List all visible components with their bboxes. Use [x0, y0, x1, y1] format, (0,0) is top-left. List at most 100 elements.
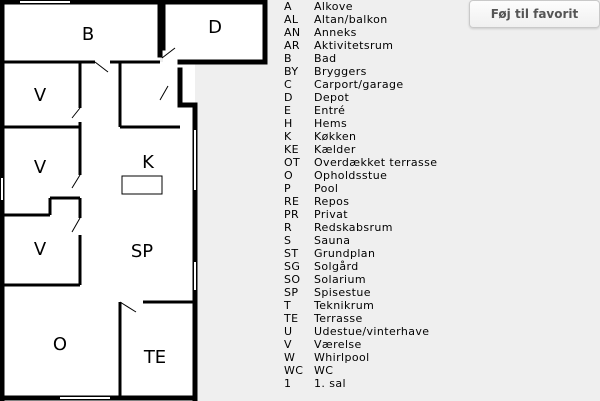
- legend-name: Entré: [314, 104, 346, 117]
- legend-code: T: [284, 299, 292, 312]
- legend-code: D: [284, 91, 293, 104]
- legend-code: OT: [284, 156, 301, 169]
- legend-code: U: [284, 325, 293, 338]
- room-label-k: K: [142, 152, 155, 173]
- legend-code: V: [284, 338, 292, 351]
- legend-name: Overdækket terrasse: [314, 156, 438, 169]
- legend-item: WC WC: [284, 364, 437, 377]
- legend-name: Bryggers: [314, 65, 367, 78]
- legend-name: WC: [314, 364, 334, 377]
- legend-item: SO Solarium: [284, 273, 437, 286]
- legend-name: Redskabsrum: [314, 221, 393, 234]
- door-swings: [71, 47, 176, 313]
- legend-item: RE Repos: [284, 195, 437, 208]
- legend-code: K: [284, 130, 292, 143]
- legend-item: SP Spisestue: [284, 286, 437, 299]
- legend-code: P: [284, 182, 292, 195]
- interior-walls: [2, 60, 195, 398]
- legend-item: S Sauna: [284, 234, 437, 247]
- legend-item: D Depot: [284, 91, 437, 104]
- room-label-te: TE: [143, 347, 166, 368]
- legend-code: TE: [284, 312, 299, 325]
- legend-code: SO: [284, 273, 301, 286]
- legend-item: SG Solgård: [284, 260, 437, 273]
- legend-name: Solarium: [314, 273, 366, 286]
- legend-name: Solgård: [314, 260, 359, 273]
- legend-item: C Carport/garage: [284, 78, 437, 91]
- room-label-v2: V: [34, 157, 47, 178]
- legend-name: Altan/balkon: [314, 13, 388, 26]
- legend-name: Repos: [314, 195, 350, 208]
- legend-code: S: [284, 234, 292, 247]
- legend-code: C: [284, 78, 293, 91]
- legend-item: AR Aktivitetsrum: [284, 39, 437, 52]
- legend-name: Opholdsstue: [314, 169, 388, 182]
- legend-code: B: [284, 52, 292, 65]
- legend-item: P Pool: [284, 182, 437, 195]
- legend-code: O: [284, 169, 294, 182]
- legend-name: Hems: [314, 117, 348, 130]
- legend-item: BY Bryggers: [284, 65, 437, 78]
- legend-code: WC: [284, 364, 304, 377]
- outer-walls: [0, 0, 268, 401]
- legend-item: PR Privat: [284, 208, 437, 221]
- room-label-o: O: [53, 334, 67, 355]
- legend-code: RE: [284, 195, 300, 208]
- legend-item: B Bad: [284, 52, 437, 65]
- legend-name: 1. sal: [314, 377, 346, 390]
- legend-item: E Entré: [284, 104, 437, 117]
- legend-code: PR: [284, 208, 300, 221]
- legend-code: SG: [284, 260, 301, 273]
- legend-code: SP: [284, 286, 299, 299]
- legend-name: Teknikrum: [314, 299, 375, 312]
- legend-name: Anneks: [314, 26, 357, 39]
- legend-name: Alkove: [314, 0, 353, 13]
- legend-name: Privat: [314, 208, 348, 221]
- kitchen-counter: [121, 175, 163, 195]
- legend-code: AR: [284, 39, 300, 52]
- room-label-v3: V: [34, 239, 47, 260]
- legend-code: W: [284, 351, 296, 364]
- legend-name: Aktivitetsrum: [314, 39, 394, 52]
- legend-item: V Værelse: [284, 338, 437, 351]
- room-label-sp: SP: [131, 241, 153, 262]
- legend-code: BY: [284, 65, 299, 78]
- legend-name: Udestue/vinterhave: [314, 325, 430, 338]
- legend-name: Depot: [314, 91, 350, 104]
- add-to-favorites-button[interactable]: Føj til favorit: [469, 0, 600, 28]
- legend-code: E: [284, 104, 292, 117]
- legend-item: A Alkove: [284, 0, 437, 13]
- legend-item: AN Anneks: [284, 26, 437, 39]
- legend-item: ST Grundplan: [284, 247, 437, 260]
- legend-item: 1 1. sal: [284, 377, 437, 390]
- legend-item: K Køkken: [284, 130, 437, 143]
- legend-code: AN: [284, 26, 301, 39]
- legend-item: T Teknikrum: [284, 299, 437, 312]
- legend-name: Værelse: [314, 338, 362, 351]
- legend-name: Spisestue: [314, 286, 371, 299]
- legend-item: KE Kælder: [284, 143, 437, 156]
- room-label-b: B: [82, 24, 94, 45]
- legend-code: H: [284, 117, 293, 130]
- legend-item: OT Overdækket terrasse: [284, 156, 437, 169]
- legend-name: Kælder: [314, 143, 356, 156]
- legend-code: 1: [284, 377, 292, 390]
- legend-code: KE: [284, 143, 299, 156]
- legend-item: U Udestue/vinterhave: [284, 325, 437, 338]
- legend-item: O Opholdsstue: [284, 169, 437, 182]
- legend-name: Carport/garage: [314, 78, 404, 91]
- legend-name: Sauna: [314, 234, 351, 247]
- legend-name: Bad: [314, 52, 337, 65]
- room-label-v1: V: [34, 85, 47, 106]
- legend-code: ST: [284, 247, 299, 260]
- legend-name: Pool: [314, 182, 339, 195]
- legend-code: A: [284, 0, 292, 13]
- room-label-d: D: [208, 17, 222, 38]
- legend-name: Whirlpool: [314, 351, 370, 364]
- legend-name: Grundplan: [314, 247, 376, 260]
- legend-name: Køkken: [314, 130, 357, 143]
